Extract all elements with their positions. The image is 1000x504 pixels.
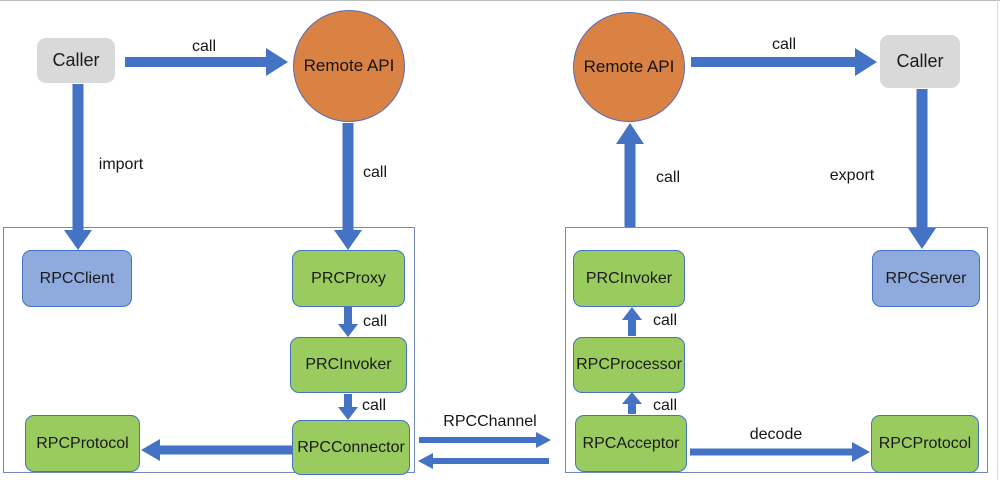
client-boundary-box: [3, 227, 415, 473]
label-decode: decode: [749, 426, 803, 443]
label-call-api-caller-right: call: [771, 36, 797, 53]
rpc-acceptor-node: RPCAcceptor: [575, 415, 687, 472]
label-call-api-proxy: call: [362, 164, 388, 181]
label-export: export: [829, 167, 875, 184]
page-top-border: [0, 0, 1000, 1]
client-remote-api-node: Remote API: [293, 10, 405, 122]
server-prc-invoker-node: PRCInvoker: [573, 250, 685, 307]
label-call-caller-api-left: call: [191, 38, 217, 55]
rpc-client-node: RPCClient: [22, 250, 132, 307]
rpc-server-node: RPCServer: [872, 250, 980, 307]
label-call-acceptor-processor: call: [652, 397, 678, 414]
server-caller-node: Caller: [880, 35, 960, 88]
rpc-connector-node: RPCConnector: [292, 420, 410, 475]
client-caller-node: Caller: [37, 38, 115, 83]
page-right-border: [997, 0, 998, 480]
label-rpc-channel: RPCChannel: [443, 413, 537, 430]
label-call-proxy-invoker: call: [362, 313, 388, 330]
arrow-caller-to-rpc-server: [908, 89, 936, 249]
arrow-rpc-channel-request: [419, 432, 551, 448]
arrow-prc-invoker-to-remote-api: [616, 123, 644, 227]
rpc-processor-node: RPCProcessor: [573, 337, 685, 393]
client-rpc-protocol-node: RPCProtocol: [25, 415, 140, 472]
label-call-invoker-connector: call: [361, 397, 387, 414]
prc-proxy-node: PRCProxy: [292, 250, 405, 307]
arrow-rpc-channel-response: [418, 453, 549, 469]
server-boundary-box: [565, 227, 988, 473]
server-remote-api-node: Remote API: [573, 12, 685, 122]
arrow-caller-to-rpc-client: [64, 84, 92, 250]
client-prc-invoker-node: PRCInvoker: [290, 337, 407, 393]
label-import: import: [98, 156, 144, 173]
label-call-processor-invoker: call: [652, 312, 678, 329]
server-rpc-protocol-node: RPCProtocol: [871, 415, 979, 473]
label-call-invoker-api: call: [655, 169, 681, 186]
